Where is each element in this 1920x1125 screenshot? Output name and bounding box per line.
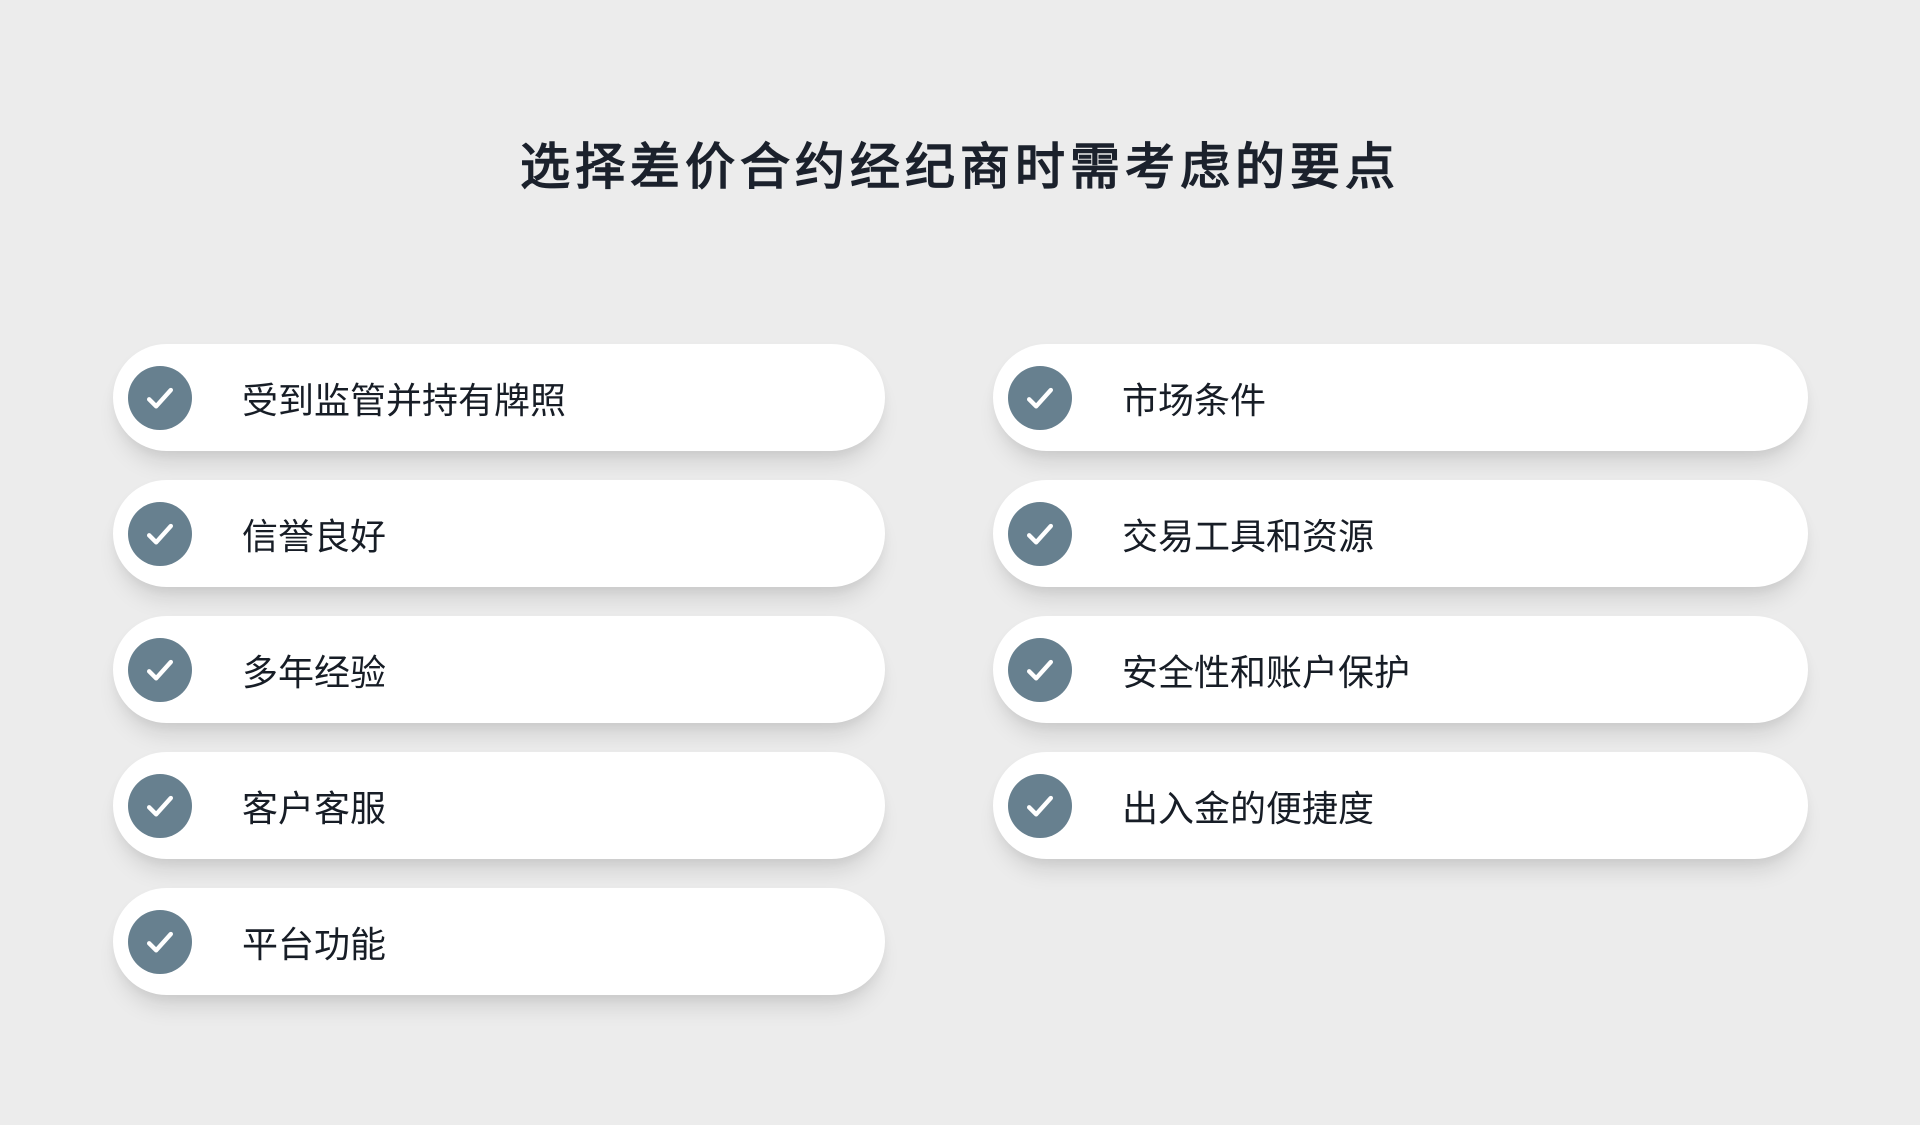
checklist-item-label: 安全性和账户保护 <box>1122 651 1411 693</box>
check-circle <box>128 365 192 430</box>
check-circle <box>128 637 192 702</box>
checklist-item-label: 交易工具和资源 <box>1122 515 1375 557</box>
checklist-item: 受到监管并持有牌照 <box>113 344 885 451</box>
page-title: 选择差价合约经纪商时需考虑的要点 <box>520 139 1400 195</box>
checklist-item: 信誉良好 <box>113 480 885 587</box>
checkmark-icon <box>147 931 173 952</box>
checkmark-icon <box>147 523 173 544</box>
checklist-item-label: 受到监管并持有牌照 <box>242 379 567 421</box>
checklist-item: 平台功能 <box>113 888 885 995</box>
checkmark-icon <box>147 387 173 408</box>
checklist-column-left: 受到监管并持有牌照 信誉良好 多年经验 <box>113 344 885 995</box>
check-circle <box>128 773 192 838</box>
check-circle <box>1008 501 1072 566</box>
checkmark-icon <box>147 795 173 816</box>
checklist-item-label: 信誉良好 <box>242 515 387 557</box>
checkmark-icon <box>147 659 173 680</box>
checklist-item: 交易工具和资源 <box>993 480 1808 587</box>
checklist-grid: 受到监管并持有牌照 信誉良好 多年经验 <box>113 344 1808 995</box>
check-circle <box>1008 773 1072 838</box>
checkmark-icon <box>1027 387 1053 408</box>
checklist-item-label: 客户客服 <box>242 787 387 829</box>
checklist-item-label: 多年经验 <box>242 651 387 693</box>
checklist-item: 出入金的便捷度 <box>993 752 1808 859</box>
checkmark-icon <box>1027 523 1053 544</box>
check-circle <box>1008 365 1072 430</box>
checklist-item: 市场条件 <box>993 344 1808 451</box>
check-circle <box>128 501 192 566</box>
checklist-item: 多年经验 <box>113 616 885 723</box>
checklist-item: 安全性和账户保护 <box>993 616 1808 723</box>
check-circle <box>128 909 192 974</box>
checklist-item-label: 出入金的便捷度 <box>1122 787 1375 829</box>
checklist-column-right: 市场条件 交易工具和资源 安全性和账户保护 <box>993 344 1808 859</box>
checkmark-icon <box>1027 659 1053 680</box>
check-circle <box>1008 637 1072 702</box>
checkmark-icon <box>1027 795 1053 816</box>
checklist-item-label: 市场条件 <box>1122 379 1267 421</box>
checklist-item: 客户客服 <box>113 752 885 859</box>
checklist-item-label: 平台功能 <box>242 923 387 965</box>
